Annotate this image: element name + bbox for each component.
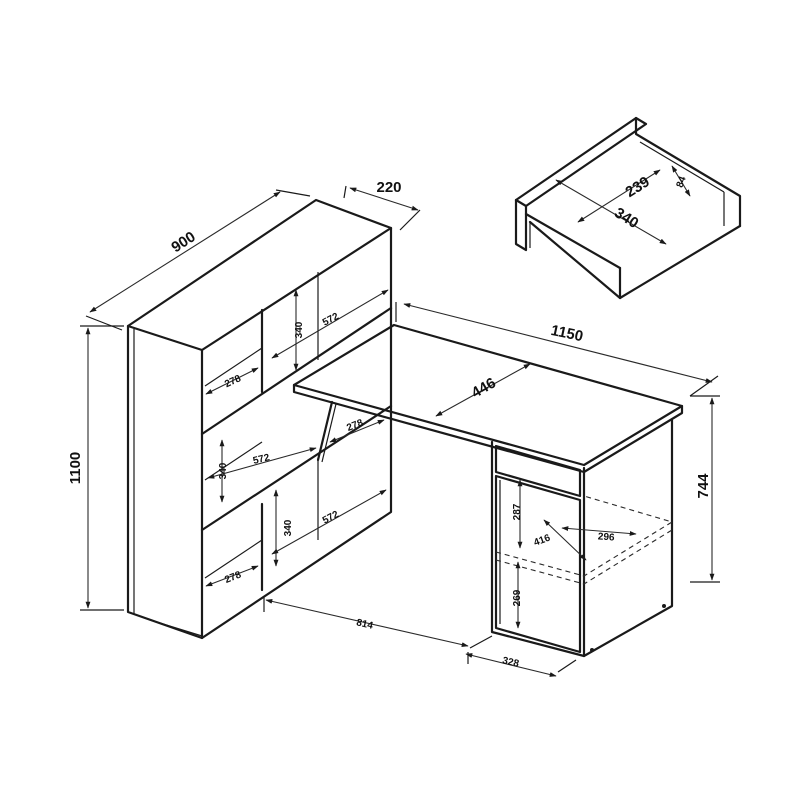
label-mid-compartment-width: 572: [252, 452, 271, 467]
label-desk-height: 744: [695, 473, 712, 499]
label-shelf-depth: 220: [376, 179, 401, 196]
dimension-labels: 900 220 1100 1150 446 744 814 328 340 57…: [67, 173, 712, 670]
label-desk-depth: 446: [469, 374, 499, 401]
drawer-detail: [514, 116, 742, 300]
label-cabinet-lower-height: 269: [512, 589, 523, 606]
label-drawer-width: 340: [611, 204, 641, 232]
label-shelf-width: 900: [168, 228, 198, 256]
label-lower-compartment-width: 572: [321, 509, 341, 527]
label-mid-right-depth: 278: [345, 417, 365, 434]
label-mid-compartment-height: 340: [218, 462, 229, 479]
label-lower-compartment-height: 340: [283, 519, 294, 536]
label-desk-width: 1150: [549, 322, 584, 345]
label-lower-left-depth: 278: [223, 569, 243, 586]
label-shelf-inner-depth: 416: [532, 532, 552, 548]
label-upper-compartment-width: 572: [321, 311, 341, 329]
label-drawer-height: 84: [675, 175, 689, 190]
label-cabinet-depth: 328: [501, 655, 520, 670]
label-upper-left-depth: 278: [223, 373, 243, 390]
label-cabinet-upper-height: 287: [512, 503, 523, 520]
bookcase: [126, 198, 393, 640]
label-desk-leg-span: 814: [355, 617, 374, 632]
label-upper-compartment-height: 340: [294, 321, 305, 338]
dimension-lines: [80, 165, 720, 677]
desk: [292, 323, 684, 658]
label-shelf-inner-width: 296: [597, 531, 615, 543]
label-shelf-height: 1100: [67, 452, 84, 485]
